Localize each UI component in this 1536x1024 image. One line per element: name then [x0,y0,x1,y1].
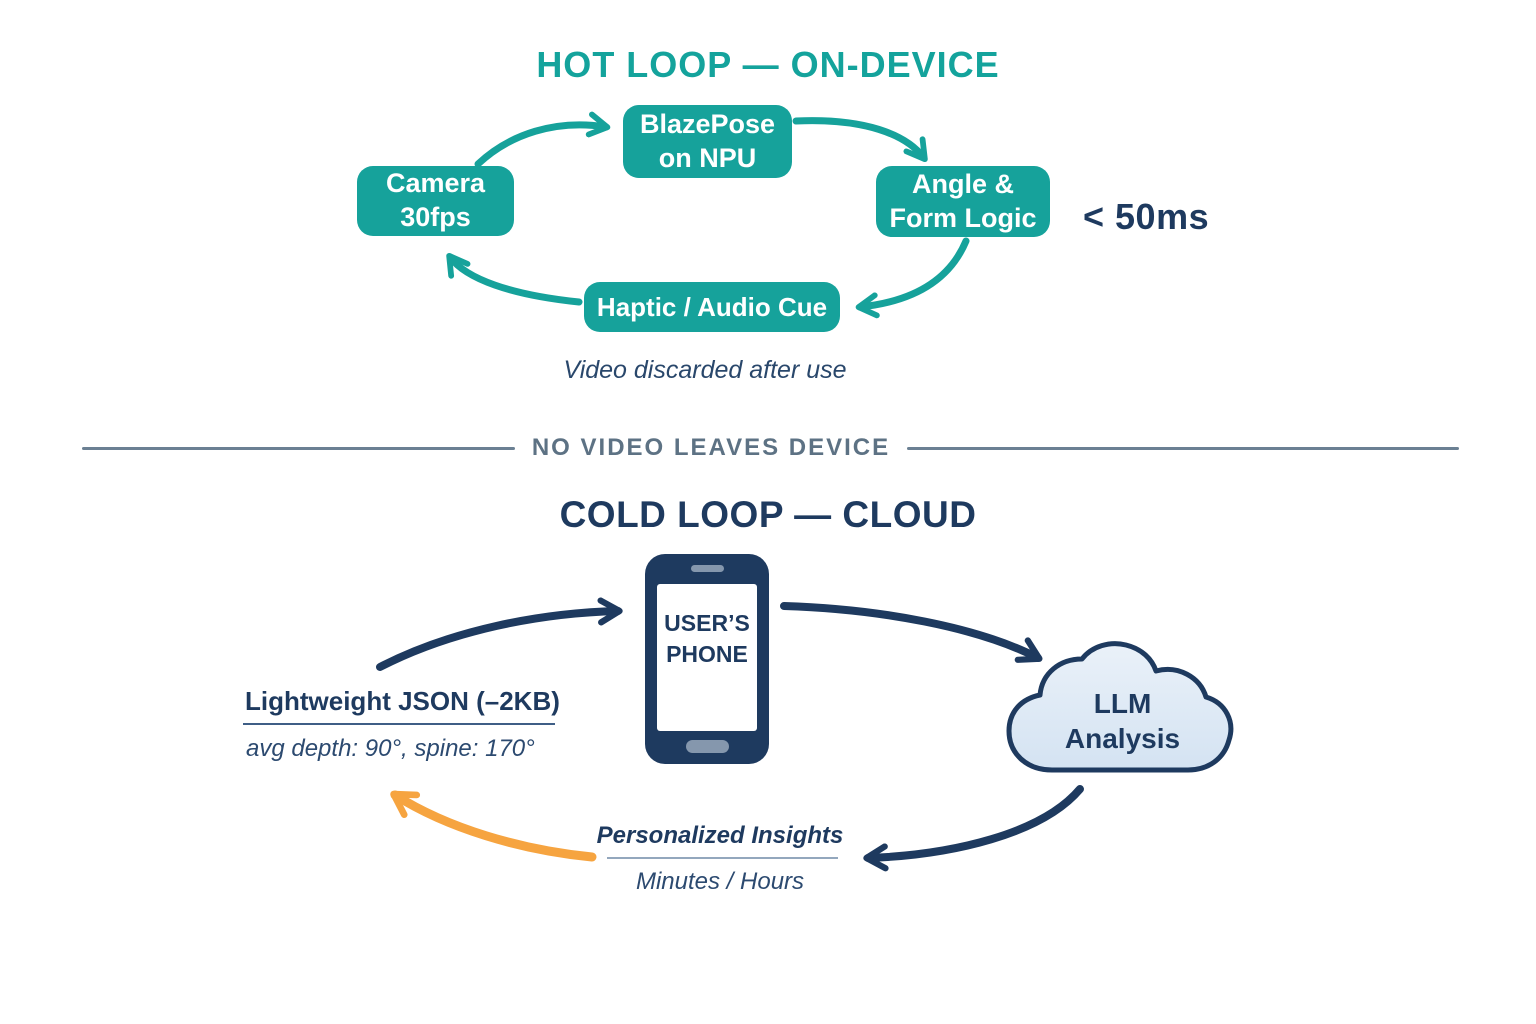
arrow-camera-to-blazepose [474,111,611,168]
node-blazepose-on-npu: BlazePose on NPU [623,105,792,178]
node-angle-form-logic: Angle & Form Logic [876,166,1050,237]
arrow-insights-to-json [390,790,597,862]
arrow-phone-to-cloud [780,602,1043,663]
node-blazepose-label: BlazePose on NPU [639,108,776,173]
cold-loop-title: COLD LOOP — CLOUD [559,494,977,535]
node-haptic-audio-cue: Haptic / Audio Cue [584,282,840,332]
phone-label: USER’S PHONE [664,610,750,668]
divider-line-left [82,447,515,450]
json-detail-text: avg depth: 90°, spine: 170° [246,735,535,762]
arrow-json-to-phone [376,597,623,671]
divider-label: NO VIDEO LEAVES DEVICE [531,434,891,461]
node-camera-label: Camera 30fps [385,168,486,232]
personalized-insights-label: Personalized Insights [596,822,844,849]
video-discarded-caption: Video discarded after use [563,356,847,384]
node-angle-label: Angle & Form Logic [889,168,1037,233]
node-camera-30fps: Camera 30fps [357,166,514,236]
hot-loop-title: HOT LOOP — ON-DEVICE [536,44,1000,85]
lightweight-json-label: Lightweight JSON (–2KB) [245,686,560,716]
latency-label: < 50ms [1083,196,1210,237]
phone-home-button [686,740,729,753]
arrow-angle-to-haptic [855,237,970,319]
node-haptic-label: Haptic / Audio Cue [596,291,828,322]
arrow-blazepose-to-angle [792,117,928,163]
insights-detail-text: Minutes / Hours [635,868,805,895]
insights-label-underline [607,857,838,859]
json-label-underline [243,723,555,725]
phone-screen [657,584,757,731]
divider-line-right [907,447,1459,450]
arrow-haptic-to-camera [446,252,583,306]
arrow-cloud-to-insights [863,785,1084,872]
phone-speaker-bar [691,565,724,572]
llm-analysis-label: LLM Analysis [1064,688,1181,754]
